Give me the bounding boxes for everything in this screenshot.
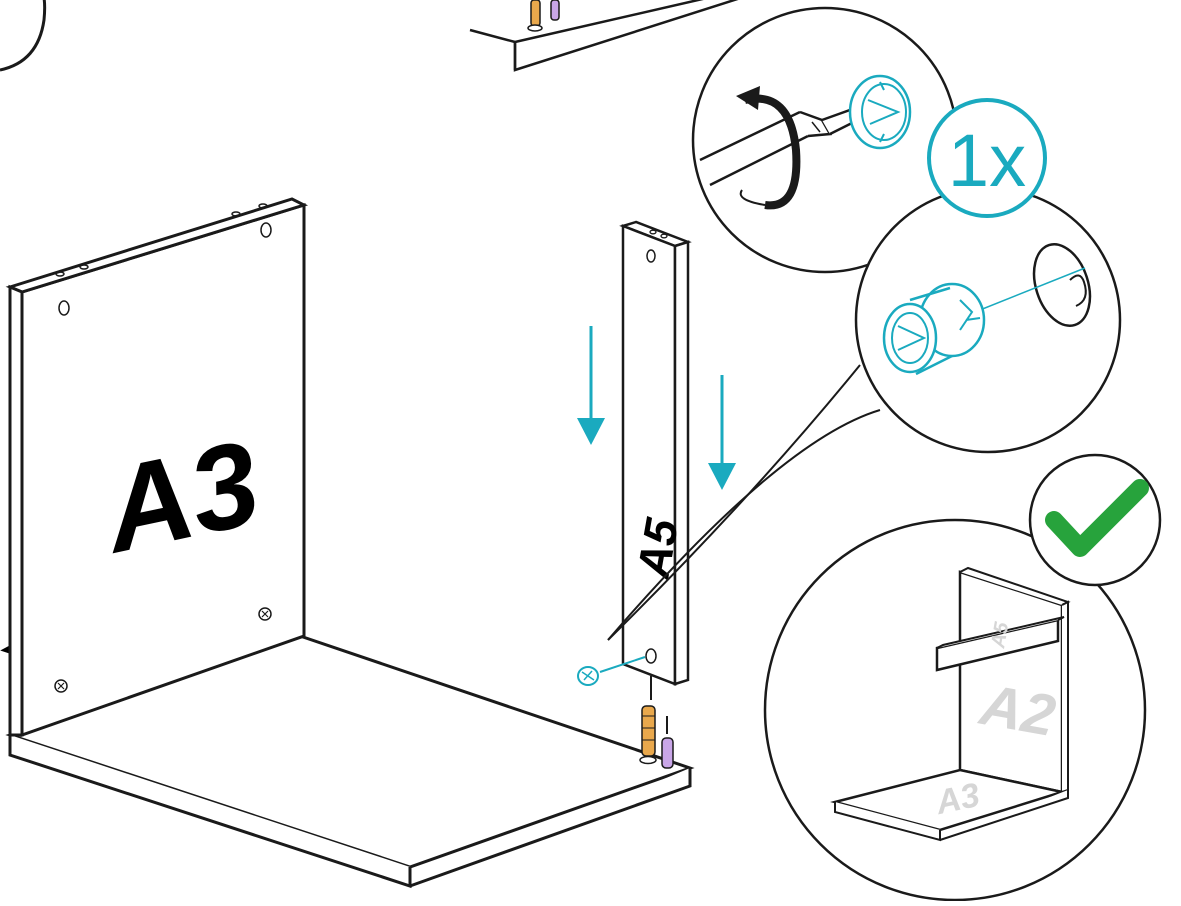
zoom-detail-cam-lock — [856, 188, 1120, 452]
down-arrow-icon — [577, 326, 605, 445]
success-badge — [1030, 455, 1160, 585]
rail-label: A5 — [626, 513, 688, 582]
dowel-assembly — [640, 676, 673, 768]
cam-lock-icon — [850, 76, 910, 148]
top-panel — [470, 0, 750, 70]
down-arrow-icon — [708, 375, 736, 490]
cam-pin-icon — [662, 738, 673, 768]
quantity-badge: 1x — [929, 100, 1045, 216]
cam-pin-icon — [551, 0, 559, 20]
step-number-circle — [0, 0, 45, 70]
wood-dowel-icon — [642, 706, 655, 756]
cam-lock-icon — [578, 657, 645, 685]
quantity-badge-text: 1x — [948, 119, 1026, 202]
result-rail-label: A5 — [987, 620, 1013, 651]
wood-dowel-icon — [531, 0, 540, 26]
result-side-label: A2 — [974, 672, 1060, 749]
